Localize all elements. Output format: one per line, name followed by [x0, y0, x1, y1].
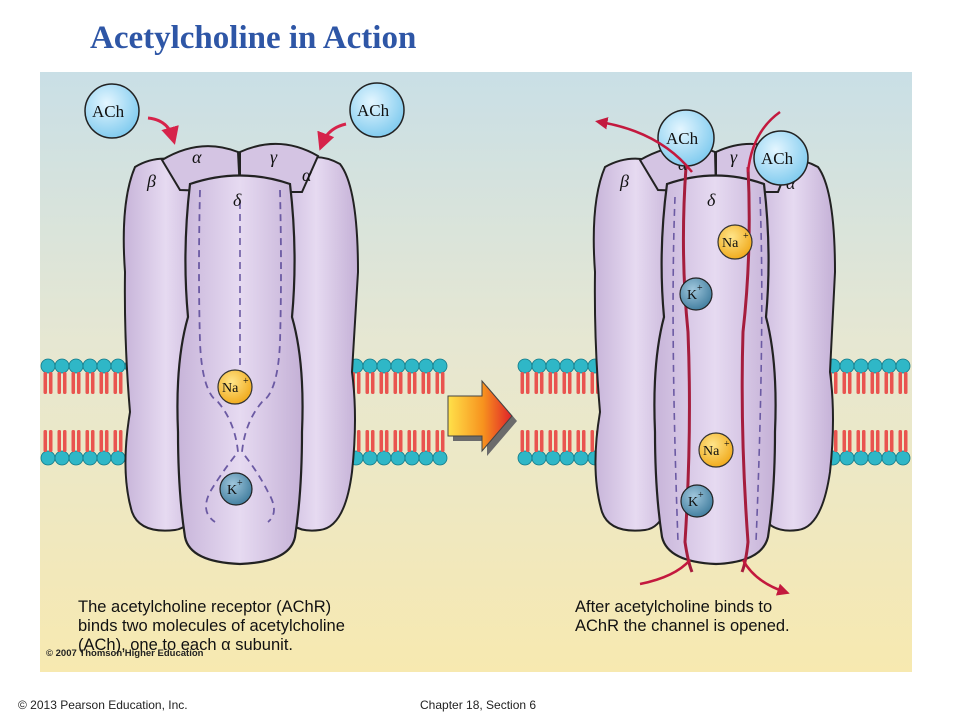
ach-label: ACh	[666, 129, 699, 148]
receptor-figure: β α γ α δ Na + K + ACh ACh	[40, 72, 912, 672]
binding-arrow-left-1	[147, 116, 179, 145]
na-ion-right-bottom: Na +	[698, 432, 734, 468]
delta-subunit	[176, 174, 304, 566]
figure-copyright: © 2007 Thomson Higher Education	[46, 648, 204, 659]
label-gamma-right: γ	[730, 147, 738, 167]
label-delta-left: δ	[233, 190, 242, 210]
caption-left-line-2: binds two molecules of acetylcholine	[78, 617, 345, 635]
channel-dash-right	[755, 196, 763, 543]
influx-arrow-bottom	[741, 559, 790, 596]
na-ion-label: Na	[222, 381, 239, 396]
caption-left: The acetylcholine receptor (AChR) binds …	[78, 598, 345, 655]
ach-molecule-right-1: ACh	[657, 109, 715, 167]
channel-dash-left	[672, 196, 679, 543]
na-ion-charge: +	[243, 376, 249, 387]
k-ion-left: K +	[219, 472, 253, 506]
k-ion-charge: +	[237, 478, 243, 489]
na-ion-label: Na	[703, 444, 720, 459]
k-ion-label: K	[227, 483, 237, 498]
influx-line-top	[746, 110, 781, 173]
k-ion-label: K	[687, 288, 697, 303]
footer-copyright: © 2013 Pearson Education, Inc.	[18, 698, 188, 712]
caption-right-line-1: After acetylcholine binds to	[575, 598, 773, 616]
na-ion-charge: +	[743, 231, 749, 242]
ach-label: ACh	[92, 102, 125, 121]
slide-title: Acetylcholine in Action	[90, 20, 417, 56]
transition-arrow	[447, 379, 517, 456]
caption-right: After acetylcholine binds to AChR the ch…	[575, 598, 790, 636]
label-delta-right: δ	[707, 190, 716, 210]
label-alpha1-left: α	[192, 147, 202, 167]
ach-molecule-right-2: ACh	[753, 130, 809, 186]
caption-right-line-2: AChR the channel is opened.	[575, 617, 790, 635]
receptor-closed: β α γ α δ Na + K + ACh ACh	[84, 82, 405, 566]
ach-label: ACh	[761, 149, 794, 168]
label-gamma-left: γ	[270, 147, 278, 167]
ach-molecule-left-1: ACh	[84, 83, 140, 139]
k-ion-charge: +	[698, 490, 704, 501]
efflux-arrow-top	[595, 117, 693, 173]
binding-arrow-left-2	[317, 122, 347, 151]
delta-subunit	[653, 174, 777, 566]
label-beta-right: β	[619, 171, 629, 191]
caption-left-line-3: (ACh), one to each α subunit.	[78, 636, 293, 654]
na-ion-left: Na +	[217, 369, 253, 405]
k-ion-right-top: K +	[679, 277, 713, 311]
ach-molecule-left-2: ACh	[349, 82, 405, 138]
k-ion-charge: +	[697, 283, 703, 294]
caption-left-line-1: The acetylcholine receptor (AChR)	[78, 598, 332, 616]
channel-wall-left	[681, 166, 694, 573]
receptor-open: β α γ α δ Na + K + Na + K	[592, 109, 837, 596]
channel-outline-closed	[198, 189, 282, 523]
k-ion-right-bottom: K +	[680, 484, 714, 518]
label-beta-left: β	[146, 171, 156, 191]
na-ion-right-top: Na +	[717, 224, 753, 260]
label-alpha2-left: α	[302, 165, 312, 185]
k-ion-label: K	[688, 495, 698, 510]
na-ion-label: Na	[722, 236, 739, 251]
footer-chapter: Chapter 18, Section 6	[420, 698, 537, 712]
na-ion-charge: +	[724, 439, 730, 450]
efflux-line-bottom	[639, 559, 691, 586]
ach-label: ACh	[357, 101, 390, 120]
